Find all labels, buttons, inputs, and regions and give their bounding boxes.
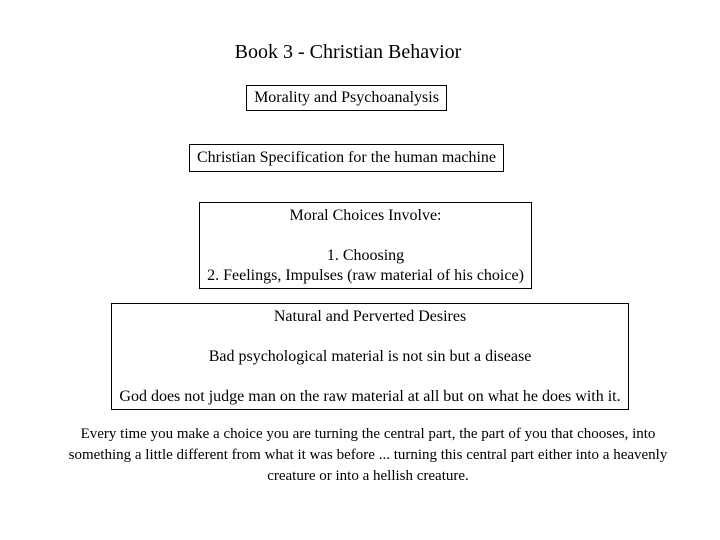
natural-perverted-desires-box: Natural and Perverted Desires Bad psycho… (111, 303, 629, 410)
text-line (112, 367, 628, 387)
slide-title: Book 3 - Christian Behavior (234, 41, 462, 63)
text-line: Moral Choices Involve: (289, 206, 442, 224)
text-line: Bad psychological material is not sin bu… (208, 347, 532, 365)
morality-psychoanalysis-box: Morality and Psychoanalysis (246, 85, 447, 111)
text-line: 1. Choosing (326, 246, 405, 264)
closing-paragraph: Every time you make a choice you are tur… (38, 424, 698, 487)
box-text: Christian Specification for the human ma… (196, 149, 497, 166)
moral-choices-box: Moral Choices Involve: 1. Choosing 2. Fe… (199, 202, 532, 289)
text-line (112, 327, 628, 347)
box-text: Morality and Psychoanalysis (254, 89, 439, 106)
text-line: Natural and Perverted Desires (273, 307, 467, 325)
christian-specification-box: Christian Specification for the human ma… (189, 144, 504, 172)
text-line: creature or into a hellish creature. (267, 468, 469, 484)
text-line: something a little different from what i… (68, 447, 668, 463)
text-line: 2. Feelings, Impulses (raw material of h… (207, 266, 524, 284)
text-line (200, 226, 531, 246)
text-line: God does not judge man on the raw materi… (119, 387, 621, 405)
text-line: Every time you make a choice you are tur… (80, 426, 656, 442)
